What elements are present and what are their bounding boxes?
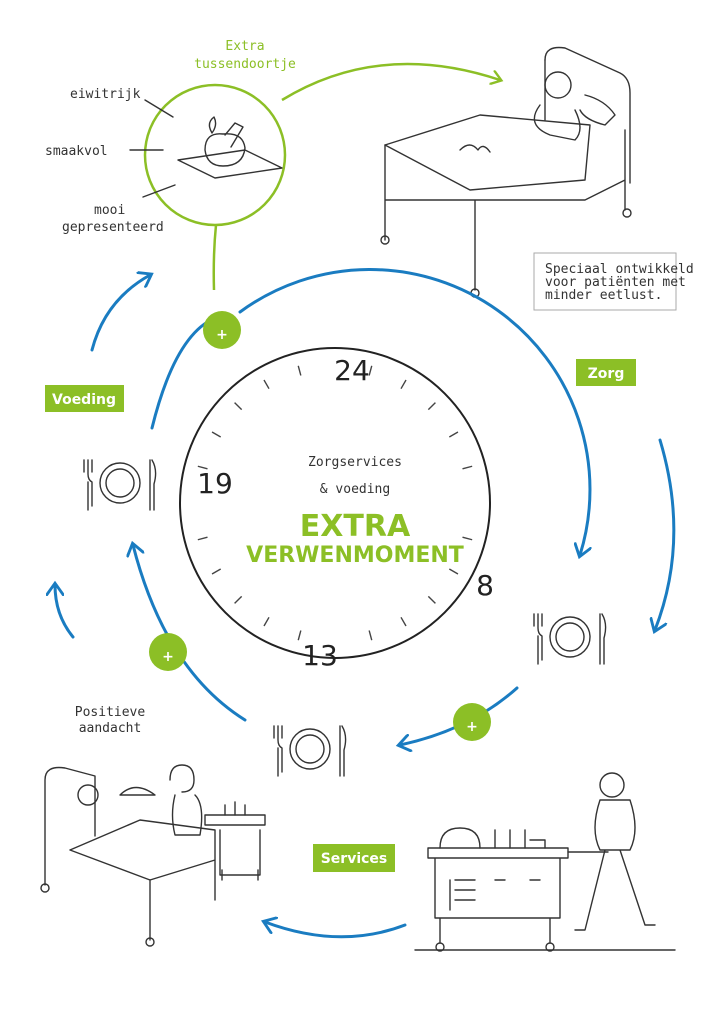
clock-tick [427, 595, 436, 604]
clock-tick [211, 431, 222, 438]
note-line-1: Speciaal ontwikkeld [545, 262, 694, 277]
clock-tick [462, 536, 473, 541]
clock-tick [448, 431, 459, 438]
svg-text:+: + [466, 719, 478, 735]
label-gepresenteerd: gepresenteerd [62, 220, 164, 235]
clock-tick [400, 379, 407, 390]
plate-cutlery-icon [533, 613, 607, 665]
snack-title-line1: Extra [225, 39, 264, 54]
svg-text:Voeding: Voeding [52, 392, 116, 408]
plus-icon: + [203, 311, 241, 349]
badge-voeding: Voeding [45, 385, 124, 412]
note-line-3: minder eetlust. [545, 288, 662, 303]
clock-subtitle-line1: Zorgservices [308, 455, 402, 470]
label-smaakvol: smaakvol [45, 144, 108, 159]
attention-line1: Positieve [75, 705, 146, 720]
clock-face: 24 19 8 13 Zorgservices & voeding EXTRA … [179, 347, 494, 672]
snack-section: Extra tussendoortje eiwitrijk smaakvol m… [45, 39, 500, 291]
hour-19: 19 [197, 467, 233, 500]
snack-title-line2: tussendoortje [194, 57, 296, 72]
svg-text:+: + [162, 649, 174, 665]
plate-cutlery-icon [83, 459, 157, 511]
clock-tick [368, 630, 373, 641]
note-line-2: voor patiënten met [545, 275, 686, 290]
patient-bed-eating-illustration [380, 46, 632, 298]
clock-tick [297, 630, 302, 641]
clock-tick [211, 568, 222, 575]
clock-ticks [197, 365, 473, 641]
clock-tick [462, 465, 473, 470]
clock-tick [234, 402, 243, 411]
hour-24: 24 [334, 354, 370, 387]
clock-tick [197, 536, 208, 541]
label-eiwitrijk: eiwitrijk [70, 87, 141, 102]
hour-8: 8 [476, 569, 494, 602]
clock-tick [427, 402, 436, 411]
apple-snack-icon [177, 116, 283, 179]
clock-tick [263, 379, 270, 390]
plate-cutlery-icon [273, 725, 347, 777]
svg-text:Zorg: Zorg [588, 366, 625, 382]
nurse-serving-patient-illustration [40, 764, 266, 947]
clock-tick [263, 616, 270, 627]
plus-icon: + [149, 633, 187, 671]
clock-tick [368, 365, 373, 376]
clock-title-line1: EXTRA [300, 509, 411, 544]
clock-subtitle-line2: & voeding [320, 482, 390, 497]
note-box: Speciaal ontwikkeld voor patiënten met m… [533, 252, 694, 311]
label-mooi: mooi [94, 203, 125, 218]
clock-tick [297, 365, 302, 376]
badge-zorg: Zorg [576, 359, 636, 386]
clock-tick [400, 616, 407, 627]
hour-13: 13 [302, 639, 338, 672]
clock-tick [234, 595, 243, 604]
snack-arrow [281, 62, 500, 102]
badge-services: Services [313, 844, 395, 872]
attention-line2: aandacht [79, 721, 142, 736]
plus-icon: + [453, 703, 491, 741]
clock-tick [448, 568, 459, 575]
svg-text:+: + [216, 327, 228, 343]
svg-text:Services: Services [321, 851, 388, 867]
clock-title-line2: VERWENMOMENT [246, 543, 464, 568]
clock-tick [197, 465, 208, 470]
food-trolley-illustration [414, 772, 676, 952]
